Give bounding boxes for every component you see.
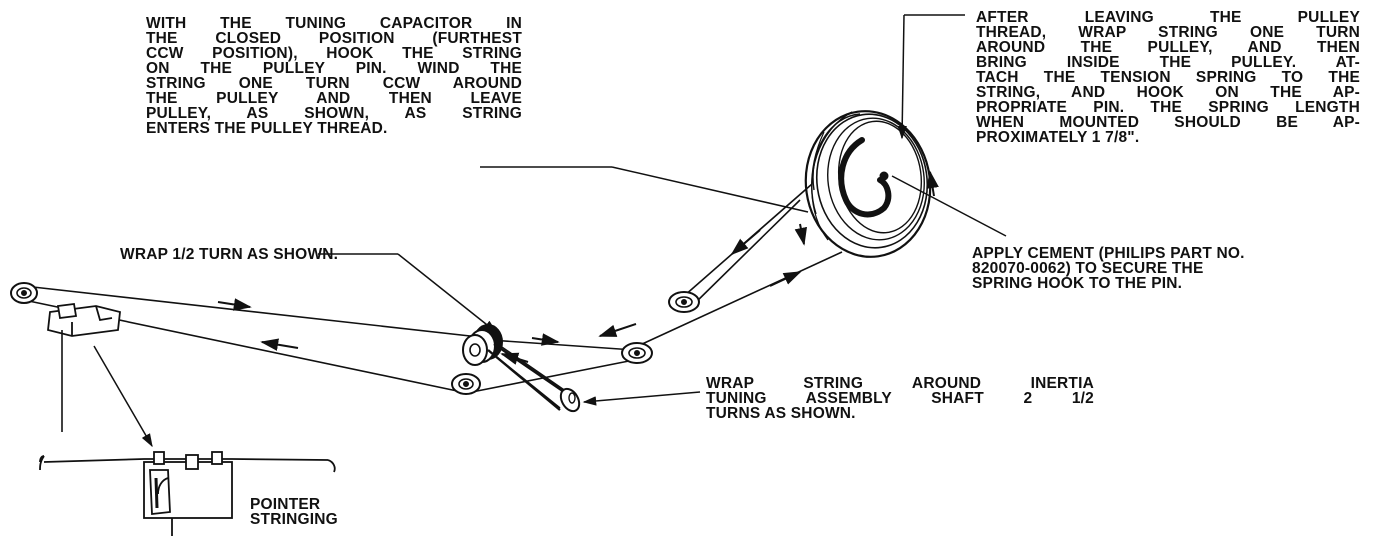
callout-leaders: [93, 14, 1007, 448]
pulley-note: AFTER LEAVING THE PULLEY THREAD, WRAP ST…: [976, 9, 1360, 146]
pointer-stringing-label: POINTER STRINGING: [250, 496, 338, 528]
capacitor-note-line: THE PULLEY AND THEN LEAVE: [146, 90, 522, 107]
wrap-half-turn-note: WRAP 1/2 TURN AS SHOWN.: [120, 246, 339, 263]
capacitor-note-line: THE CLOSED POSITION (FURTHEST: [146, 30, 522, 47]
pulley-note-line: WHEN MOUNTED SHOULD BE AP-: [976, 114, 1360, 131]
idler-pulley-left: [10, 282, 38, 304]
idler-pulley-upper-right: [668, 291, 700, 313]
idler-pulley-middle-right: [621, 342, 653, 364]
capacitor-note-line: STRING ONE TURN CCW AROUND: [146, 75, 522, 92]
cement-note: APPLY CEMENT (PHILIPS PART NO. 820070-00…: [972, 245, 1245, 292]
pulley-note-line: PROPRIATE PIN. THE SPRING LENGTH: [976, 99, 1360, 116]
capacitor-note-line: ON THE PULLEY PIN. WIND THE: [146, 60, 522, 77]
pointer-carriage: [47, 302, 121, 337]
capacitor-note: WITH THE TUNING CAPACITOR IN THE CLOSED …: [146, 15, 522, 137]
capacitor-note-line: CCW POSITION), HOOK THE STRING: [146, 45, 522, 62]
capacitor-note-line: WITH THE TUNING CAPACITOR IN: [146, 15, 522, 32]
pulley-note-line: THREAD, WRAP STRING ONE TURN: [976, 24, 1360, 41]
pulley-note-line: PROXIMATELY 1 7/8".: [976, 129, 1140, 146]
inertia-note-line: WRAP STRING AROUND INERTIA: [706, 375, 1094, 392]
tension-spring: [838, 137, 892, 218]
direction-arrows: [217, 170, 939, 365]
pulley-note-line: AROUND THE PULLEY, AND THEN: [976, 39, 1360, 56]
pulley-note-line: TACH THE TENSION SPRING TO THE: [976, 69, 1360, 86]
drum-pulley: [804, 110, 932, 258]
pulley-note-line: STRING, AND HOOK ON THE AP-: [976, 84, 1360, 101]
inertia-note-line: TURNS AS SHOWN.: [706, 405, 856, 422]
pointer-detail: [39, 451, 336, 536]
capacitor-note-line: PULLEY, AS SHOWN, AS STRING: [146, 105, 522, 122]
capacitor-note-line: ENTERS THE PULLEY THREAD.: [146, 120, 388, 137]
inertia-tuning-assembly: [462, 324, 581, 413]
pulley-pin: [879, 171, 889, 181]
inertia-note: WRAP STRING AROUND INERTIA TUNING ASSEMB…: [706, 375, 1094, 422]
inertia-note-line: TUNING ASSEMBLY SHAFT 2 1/2: [706, 390, 1094, 407]
idler-pulley-lower: [451, 373, 481, 395]
pulley-note-line: AFTER LEAVING THE PULLEY: [976, 9, 1360, 26]
pulley-note-line: BRING INSIDE THE PULLEY. AT-: [976, 54, 1360, 71]
